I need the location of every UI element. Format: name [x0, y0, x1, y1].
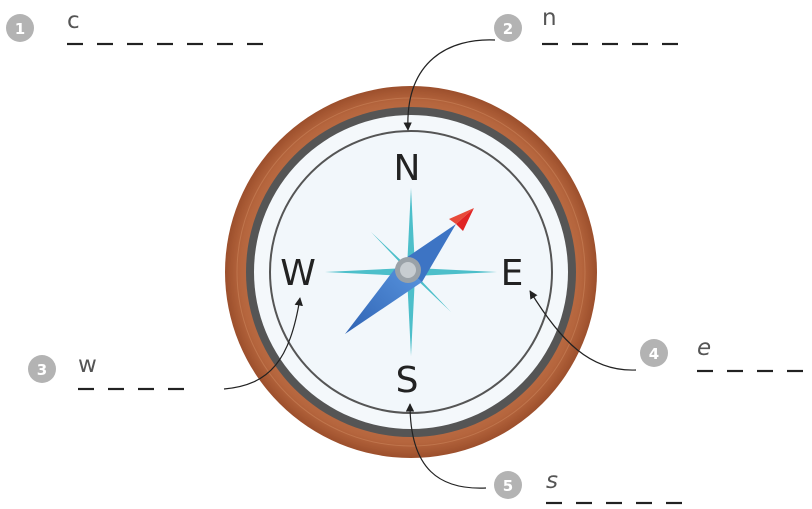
hint-letter: n — [542, 5, 557, 31]
label-4: 4 e — [640, 335, 803, 371]
number-badge-text: 4 — [649, 345, 659, 363]
hint-letter: c — [67, 8, 80, 34]
label-5: 5 s — [494, 468, 682, 503]
number-badge-text: 3 — [37, 361, 47, 379]
number-badge-text: 2 — [503, 20, 513, 38]
needle-pivot-cap — [400, 262, 416, 278]
direction-west: W — [280, 253, 316, 294]
label-2: 2 n — [494, 5, 678, 44]
hint-letter: s — [546, 468, 558, 494]
number-badge-text: 1 — [15, 20, 25, 38]
direction-north: N — [394, 148, 421, 189]
label-3: 3 w — [28, 352, 184, 389]
direction-east: E — [501, 253, 524, 294]
direction-south: S — [396, 360, 419, 401]
compass: N S E W — [225, 86, 597, 458]
hint-letter: w — [78, 352, 97, 378]
hint-letter: e — [697, 335, 711, 361]
label-1: 1 c — [6, 8, 263, 44]
number-badge-text: 5 — [503, 477, 513, 495]
